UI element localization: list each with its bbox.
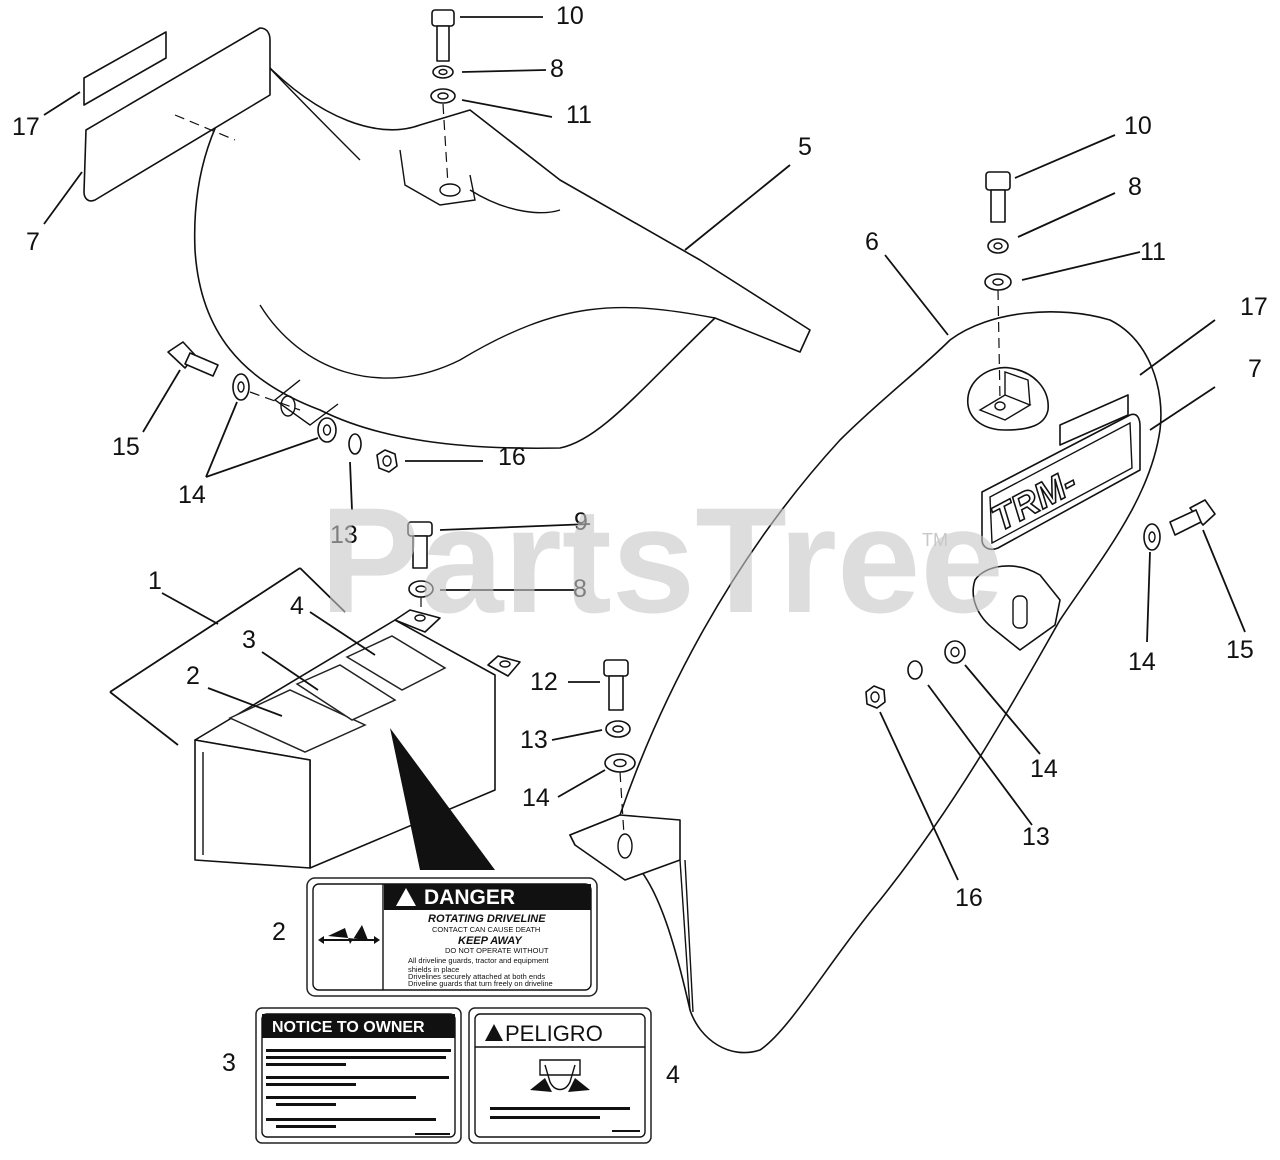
washer-14-right-low [944, 640, 966, 664]
lock-washer-13-center [605, 720, 631, 738]
nut-16-left [376, 449, 398, 473]
callout-8-top: 8 [550, 55, 564, 83]
callout-14-right-low: 14 [1030, 755, 1058, 783]
decal-peligro: PELIGRO [468, 1007, 652, 1144]
bolt-15-left [167, 341, 219, 377]
decal-notice-to-owner: NOTICE TO OWNER [255, 1007, 462, 1144]
danger-line-4: DO NOT OPERATE WITHOUT [445, 946, 549, 955]
callout-17-right: 17 [1240, 293, 1268, 321]
callout-1: 1 [148, 567, 162, 595]
danger-line-5: All driveline guards, tractor and equipm… [408, 956, 549, 965]
rotating-driveline-pictogram [318, 925, 380, 944]
notice-header: NOTICE TO OWNER [272, 1019, 425, 1036]
bolt-12 [603, 659, 629, 711]
callout-12: 12 [530, 668, 558, 696]
danger-line-3: KEEP AWAY [458, 935, 523, 947]
watermark-trademark: TM [922, 530, 948, 550]
callout-10-right: 10 [1124, 112, 1152, 140]
callout-decal-3: 3 [222, 1049, 236, 1077]
lock-washer-13-right [907, 660, 923, 680]
decal-blank-17-left [83, 31, 167, 106]
peligro-header: PELIGRO [505, 1021, 603, 1046]
callout-14-left: 14 [178, 481, 206, 509]
danger-line-6: shields in place [408, 965, 459, 974]
peligro-fine-print [490, 1107, 640, 1132]
callout-6: 6 [865, 228, 879, 256]
bolt-10-top [431, 9, 455, 62]
callout-4: 4 [290, 592, 304, 620]
callout-10-top: 10 [556, 2, 584, 30]
danger-line-7: Drivelines securely attached at both end… [408, 972, 545, 981]
callout-14-center: 14 [522, 784, 550, 812]
callout-7-right: 7 [1248, 355, 1262, 383]
lock-washer-8-right [987, 238, 1009, 254]
callout-11-right: 11 [1140, 238, 1166, 266]
leader-lines [43, 16, 1246, 881]
callout-8-right: 8 [1128, 173, 1142, 201]
danger-line-8: Driveline guards that turn freely on dri… [408, 979, 553, 988]
callout-15-left: 15 [112, 433, 140, 461]
danger-header: DANGER [424, 886, 515, 909]
decal-plate-7-left [83, 27, 271, 202]
nut-16-right [865, 685, 886, 709]
flat-washer-11-right [984, 273, 1012, 291]
shield-part-1 [194, 609, 521, 870]
bolt-9 [407, 521, 433, 569]
danger-line-1: ROTATING DRIVELINE [428, 913, 546, 925]
callout-13-center: 13 [520, 726, 548, 754]
notice-fine-print [266, 1049, 451, 1135]
callout-5: 5 [798, 133, 812, 161]
callout-9: 9 [574, 508, 588, 536]
callout-3: 3 [242, 626, 256, 654]
lock-washer-13-left [348, 433, 362, 455]
watermark-text: PartsTree [320, 476, 1004, 644]
flat-washer-11-top [430, 88, 456, 104]
washer-14-right-top [1143, 523, 1161, 551]
callout-16-right: 16 [955, 884, 983, 912]
guard-right-part-6: TRM- [569, 311, 1162, 1054]
bolt-15-right [1169, 499, 1216, 536]
callout-17-left: 17 [12, 113, 40, 141]
lock-washer-8-top [432, 65, 454, 79]
callout-labels: 1 2 3 4 5 6 7 7 8 8 8 9 10 10 11 11 12 1… [12, 2, 1268, 1089]
callout-13-right: 13 [1022, 823, 1050, 851]
callout-15-right: 15 [1226, 636, 1254, 664]
callout-decal-2: 2 [272, 918, 286, 946]
danger-line-2: CONTACT CAN CAUSE DEATH [432, 925, 540, 934]
callout-7-left: 7 [26, 228, 40, 256]
callout-11-top: 11 [566, 101, 592, 129]
callout-13-left: 13 [330, 521, 358, 549]
guard-left-part-5 [193, 59, 811, 450]
callout-14-right-top: 14 [1128, 648, 1156, 676]
callout-16-left: 16 [498, 443, 526, 471]
bolt-10-right [985, 171, 1011, 223]
washer-14-left-b [317, 417, 337, 443]
flat-washer-14-center [604, 753, 636, 773]
callout-8-shield: 8 [573, 575, 587, 603]
peligro-pictogram [530, 1059, 590, 1092]
watermark: PartsTree TM [320, 476, 1004, 644]
washer-14-left-a [232, 373, 250, 401]
callout-2: 2 [186, 662, 200, 690]
callout-decal-4: 4 [666, 1061, 680, 1089]
decal-danger: DANGER ROTATING DRIVELINE CONTACT CAN CA… [306, 877, 598, 997]
